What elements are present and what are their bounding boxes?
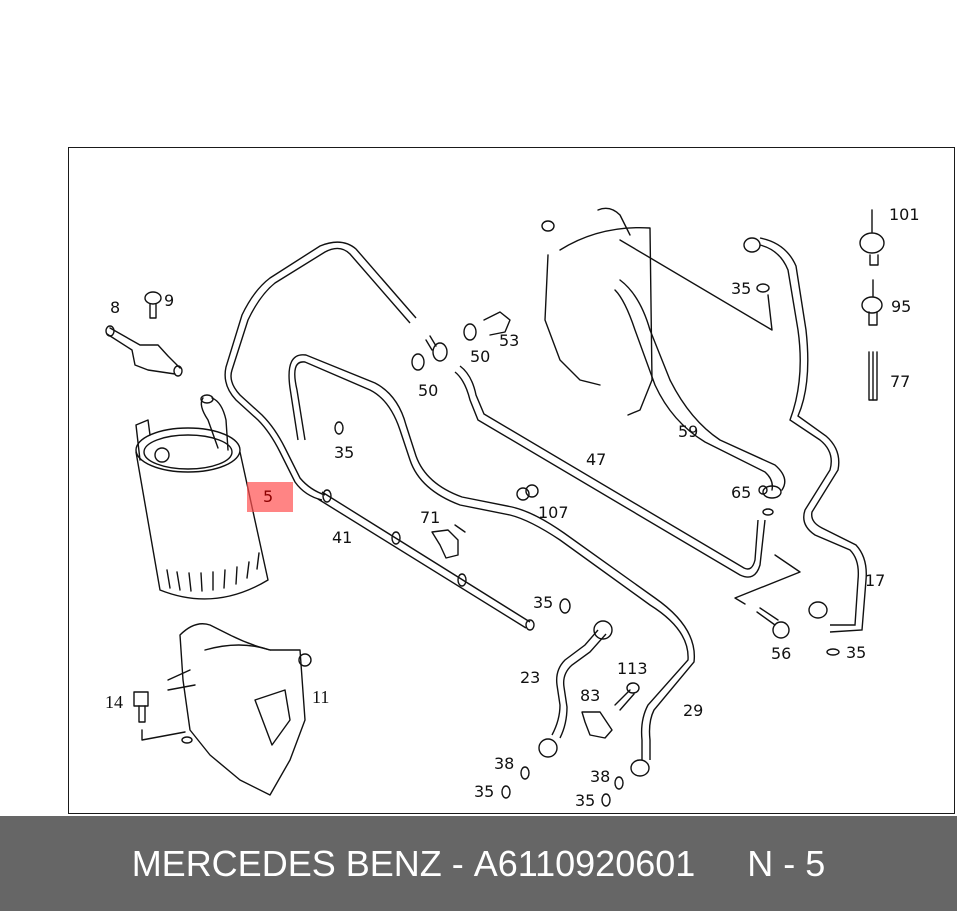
callout-38[interactable]: 38 xyxy=(590,767,611,786)
banjo-fitting-icon xyxy=(411,311,511,371)
callout-83[interactable]: 83 xyxy=(580,686,601,705)
fuel-line-17-icon xyxy=(743,237,867,633)
callout-35[interactable]: 35 xyxy=(575,791,596,810)
footer-banner: MERCEDES BENZ - A6110920601 N - 5 xyxy=(0,816,957,911)
callout-35[interactable]: 35 xyxy=(334,443,355,462)
callout-53[interactable]: 53 xyxy=(499,331,520,350)
fuel-line-41-icon xyxy=(317,489,535,631)
callout-35[interactable]: 35 xyxy=(474,782,495,801)
diagram-frame xyxy=(68,147,955,814)
callout-56[interactable]: 56 xyxy=(771,644,792,663)
brand-label: MERCEDES BENZ xyxy=(131,842,442,884)
fuel-line-29-icon xyxy=(288,354,696,777)
separator: - xyxy=(451,842,464,884)
callout-9[interactable]: 9 xyxy=(164,291,175,310)
bracket-11-icon xyxy=(141,623,312,796)
fuel-line-47-icon xyxy=(454,365,774,578)
callout-95[interactable]: 95 xyxy=(891,297,912,316)
callout-11[interactable]: 11 xyxy=(312,687,330,707)
callout-113[interactable]: 113 xyxy=(617,659,648,678)
callout-50[interactable]: 50 xyxy=(470,347,491,366)
callout-77[interactable]: 77 xyxy=(890,372,911,391)
o-rings-icon xyxy=(334,283,840,807)
callout-29[interactable]: 29 xyxy=(683,701,704,720)
callout-50[interactable]: 50 xyxy=(418,381,439,400)
callout-17[interactable]: 17 xyxy=(865,571,886,590)
connector-8-icon xyxy=(105,325,183,377)
screw-9-icon xyxy=(144,291,162,319)
callout-35[interactable]: 35 xyxy=(731,279,752,298)
callout-101[interactable]: 101 xyxy=(889,205,920,224)
callout-35[interactable]: 35 xyxy=(846,643,867,662)
callout-107[interactable]: 107 xyxy=(538,503,569,522)
fuel-line-23-icon xyxy=(538,620,613,758)
clip-71-icon xyxy=(431,524,466,559)
fuel-line-upper-icon xyxy=(224,241,417,501)
callout-8[interactable]: 8 xyxy=(110,298,121,317)
position-label: N - 5 xyxy=(747,842,826,884)
callout-65[interactable]: 65 xyxy=(731,483,752,502)
callout-47[interactable]: 47 xyxy=(586,450,607,469)
callout-59[interactable]: 59 xyxy=(678,422,699,441)
clip-83-icon xyxy=(581,711,613,739)
bolt-14-icon xyxy=(133,691,149,723)
callout-14[interactable]: 14 xyxy=(105,692,123,712)
callout-71[interactable]: 71 xyxy=(420,508,441,527)
callout-41[interactable]: 41 xyxy=(332,528,353,547)
part-number: A6110920601 xyxy=(473,842,696,884)
callout-35[interactable]: 35 xyxy=(533,593,554,612)
clip-65-icon xyxy=(758,485,782,499)
fuel-filter-icon xyxy=(135,394,269,600)
fittings-column-icon xyxy=(859,209,885,401)
highlighted-callout-5[interactable]: 5 xyxy=(247,482,293,512)
screw-56-icon xyxy=(756,607,790,639)
filter-housing-59-icon xyxy=(541,207,786,491)
bolt-113-icon xyxy=(614,682,640,711)
callout-38[interactable]: 38 xyxy=(494,754,515,773)
callout-23[interactable]: 23 xyxy=(520,668,541,687)
leader-lines xyxy=(619,239,801,605)
clip-107-icon xyxy=(516,484,539,501)
